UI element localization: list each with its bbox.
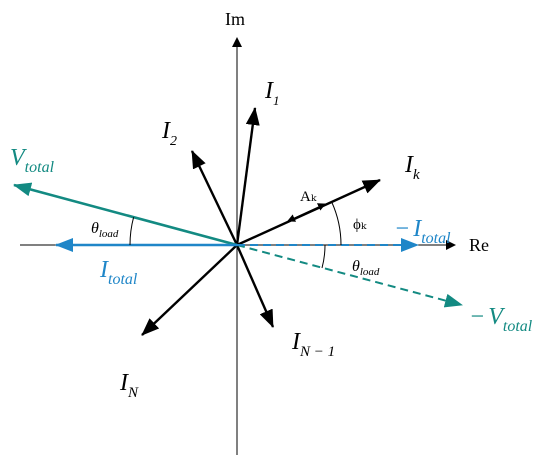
phasor-v-total xyxy=(13,182,238,247)
imag-axis-label: Im xyxy=(225,9,245,29)
label-phi-k: ϕₖ xyxy=(353,217,367,233)
label-ik: Ik xyxy=(404,152,420,183)
label-neg-v-total: −Vtotal xyxy=(469,304,533,335)
phasor-neg-v-total xyxy=(236,244,463,308)
theta-load-upper-arc xyxy=(129,217,135,246)
theta-load-lower-arc xyxy=(321,244,326,269)
label-i2: I2 xyxy=(161,118,177,149)
phasor-i1 xyxy=(235,107,260,246)
label-theta-load-lower: θload xyxy=(352,258,380,278)
real-axis-label: Re xyxy=(469,235,489,255)
label-a-k: Aₖ xyxy=(300,189,317,205)
label-v-total: Vtotal xyxy=(10,145,55,176)
label-in-1: IN − 1 xyxy=(291,329,335,360)
phasor-i2 xyxy=(190,150,239,246)
phi-k-arc xyxy=(331,201,342,246)
label-i-total: Itotal xyxy=(99,257,138,288)
label-neg-i-total: −Itotal xyxy=(394,216,451,247)
a-k-double-arrow xyxy=(287,203,326,222)
phasor-in xyxy=(141,244,238,336)
label-i1: I1 xyxy=(264,78,280,108)
label-in: IN xyxy=(119,370,139,401)
phasor-in-1 xyxy=(235,244,275,328)
label-theta-load-upper: θload xyxy=(91,220,119,240)
